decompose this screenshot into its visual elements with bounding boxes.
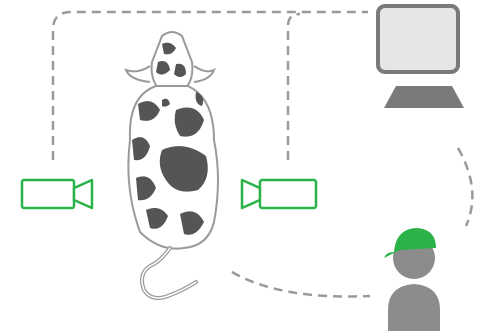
connection-right-camera-to-computer — [288, 14, 300, 160]
person-with-cap-icon — [384, 228, 440, 331]
computer-monitor-icon — [378, 6, 464, 108]
connection-cow-to-farmer — [232, 272, 370, 297]
video-camera-icon — [242, 180, 316, 208]
connection-computer-to-farmer — [458, 148, 472, 226]
video-camera-icon — [22, 180, 92, 208]
cow-top-view-icon — [126, 32, 218, 298]
